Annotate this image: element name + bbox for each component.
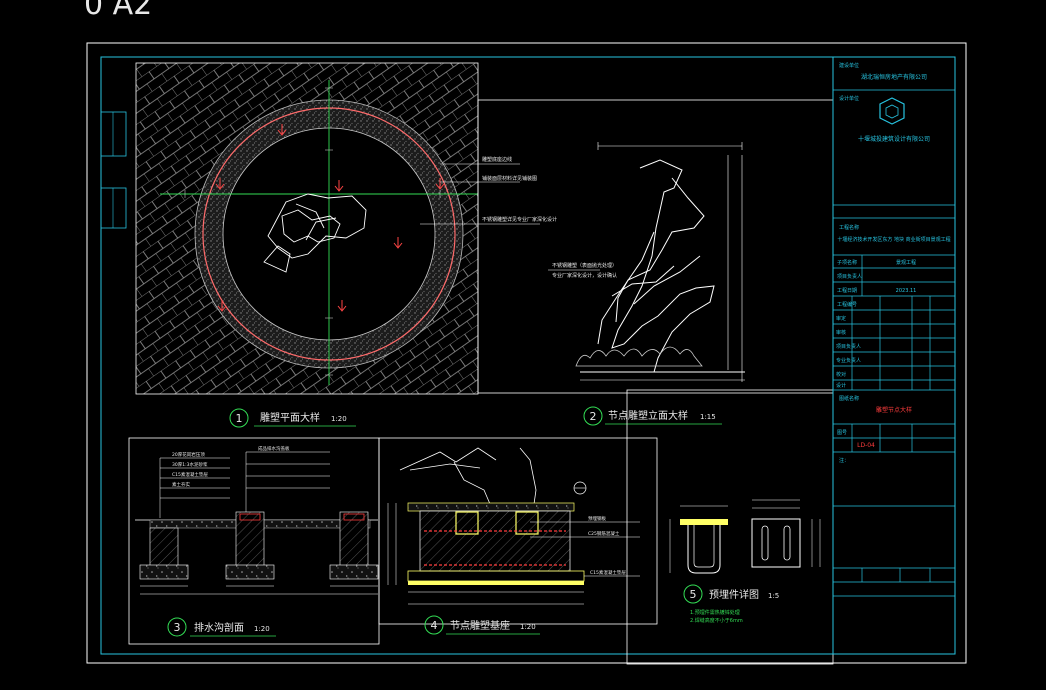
title-block bbox=[832, 56, 956, 655]
svg-text:素土夯实: 素土夯实 bbox=[172, 481, 190, 488]
tb-drawing-name: 图纸名称 雕塑节点大样 bbox=[839, 395, 912, 414]
drain-footing-mid bbox=[225, 511, 275, 580]
svg-text:30厚1:3水泥砂浆: 30厚1:3水泥砂浆 bbox=[172, 461, 208, 468]
tb-signatures: 审定 审核 项目负责人 专业负责人 校对 设计 bbox=[836, 315, 861, 389]
company-logo-icon bbox=[879, 97, 905, 125]
elevation-sculpture bbox=[597, 159, 715, 373]
plan-annotation-3: 不锈钢雕塑详见专业厂家深化设计 bbox=[482, 216, 557, 223]
svg-text:2023.11: 2023.11 bbox=[896, 288, 917, 294]
svg-text:3: 3 bbox=[174, 621, 181, 634]
svg-text:节点雕塑立面大样: 节点雕塑立面大样 bbox=[608, 409, 688, 422]
binding-strip bbox=[100, 111, 127, 229]
svg-text:1:20: 1:20 bbox=[331, 415, 347, 423]
svg-text:20厚花岗岩压顶: 20厚花岗岩压顶 bbox=[172, 451, 205, 458]
svg-text:2: 2 bbox=[590, 410, 597, 423]
tb-leader: 项目负责人 bbox=[837, 273, 862, 280]
svg-text:1:20: 1:20 bbox=[254, 625, 270, 633]
svg-text:建设单位: 建设单位 bbox=[839, 62, 859, 69]
svg-text:专业负责人: 专业负责人 bbox=[836, 357, 861, 364]
svg-text:十堰城投建筑设计有限公司: 十堰城投建筑设计有限公司 bbox=[858, 135, 930, 143]
view-title-1: 1 雕塑平面大样 1:20 bbox=[229, 408, 356, 428]
svg-text:成品排水沟盖板: 成品排水沟盖板 bbox=[258, 445, 290, 452]
svg-text:景观工程: 景观工程 bbox=[896, 259, 916, 266]
embed-notes: 1.预埋件需热镀锌处理 2.焊缝高度不小于6mm bbox=[690, 609, 743, 624]
svg-text:项目负责人: 项目负责人 bbox=[837, 273, 862, 280]
base-annotations: 预埋钢板 C25钢筋混凝土 C15素混凝土垫层 bbox=[588, 515, 626, 576]
svg-text:C25钢筋混凝土: C25钢筋混凝土 bbox=[588, 530, 620, 537]
elevation-view bbox=[477, 99, 834, 394]
tb-drawing-number: 图号 LD-04 bbox=[837, 430, 875, 449]
svg-text:工程日期: 工程日期 bbox=[837, 287, 857, 294]
tb-date: 工程日期 2023.11 bbox=[837, 287, 916, 294]
svg-text:审核: 审核 bbox=[836, 329, 846, 336]
view-title-2: 2 节点雕塑立面大样 1:15 bbox=[583, 406, 722, 426]
svg-text:雕塑节点大样: 雕塑节点大样 bbox=[876, 406, 912, 414]
view-title-4: 4 节点雕塑基座 1:20 bbox=[424, 615, 540, 635]
svg-text:雕塑平面大样: 雕塑平面大样 bbox=[260, 411, 320, 424]
svg-text:1:20: 1:20 bbox=[520, 623, 536, 631]
svg-text:LD-04: LD-04 bbox=[857, 442, 875, 449]
drain-footing-left bbox=[139, 527, 189, 580]
drain-footing-right bbox=[329, 511, 379, 580]
section-annotations: 20厚花岗岩压顶 30厚1:3水泥砂浆 C15素混凝土垫层 素土夯实 成品排水沟… bbox=[172, 445, 290, 488]
plan-view bbox=[135, 62, 540, 395]
svg-text:C15素混凝土垫层: C15素混凝土垫层 bbox=[590, 569, 626, 576]
svg-text:铺装面层材料详见铺装图: 铺装面层材料详见铺装图 bbox=[482, 175, 537, 182]
svg-text:子项名称: 子项名称 bbox=[837, 259, 857, 266]
elevation-annotation-1: 不锈钢雕塑（表面抛光处理） bbox=[552, 262, 617, 269]
svg-text:工程编号: 工程编号 bbox=[837, 301, 857, 308]
svg-text:审定: 审定 bbox=[836, 315, 846, 322]
svg-text:4: 4 bbox=[431, 619, 438, 632]
plan-annotation-2: 铺装面层材料详见铺装图 bbox=[482, 175, 537, 182]
svg-text:C15素混凝土垫层: C15素混凝土垫层 bbox=[172, 471, 208, 478]
tb-client: 建设单位 湖北瑞恒房地产有限公司 bbox=[839, 62, 927, 81]
svg-text:设计: 设计 bbox=[836, 382, 846, 389]
plan-drain-arrows bbox=[215, 124, 445, 312]
svg-text:项目负责人: 项目负责人 bbox=[836, 343, 861, 350]
svg-text:2.焊缝高度不小于6mm: 2.焊缝高度不小于6mm bbox=[690, 617, 743, 624]
drain-section-view bbox=[128, 437, 380, 645]
tb-number: 工程编号 bbox=[837, 301, 857, 308]
svg-text:预埋钢板: 预埋钢板 bbox=[588, 515, 606, 522]
plan-sculpture-outline bbox=[263, 193, 367, 273]
svg-text:图号: 图号 bbox=[837, 430, 847, 436]
svg-text:1:5: 1:5 bbox=[768, 592, 779, 600]
sheet-corner-label: 0 A2 bbox=[84, 0, 152, 22]
svg-text:专业厂家深化设计，设计确认: 专业厂家深化设计，设计确认 bbox=[552, 272, 617, 279]
sheet-outer-frame bbox=[86, 42, 967, 664]
svg-text:湖北瑞恒房地产有限公司: 湖北瑞恒房地产有限公司 bbox=[861, 73, 927, 81]
plan-annotation-1: 雕塑底座边线 bbox=[482, 156, 512, 163]
svg-text:雕塑底座边线: 雕塑底座边线 bbox=[482, 156, 512, 163]
elevation-annotation-2: 专业厂家深化设计，设计确认 bbox=[552, 272, 617, 279]
tb-project: 工程名称 十堰经济技术开发区东方 地块 商业街项目景观工程 bbox=[837, 224, 950, 243]
svg-text:校对: 校对 bbox=[836, 371, 846, 378]
svg-text:1.预埋件需热镀锌处理: 1.预埋件需热镀锌处理 bbox=[690, 609, 740, 616]
svg-text:十堰经济技术开发区东方 地块 商业街项目景观工程: 十堰经济技术开发区东方 地块 商业街项目景观工程 bbox=[837, 236, 950, 243]
svg-text:设计单位: 设计单位 bbox=[839, 95, 859, 102]
svg-text:预埋件详图: 预埋件详图 bbox=[709, 588, 759, 601]
svg-text:5: 5 bbox=[690, 588, 697, 601]
svg-text:1: 1 bbox=[236, 412, 243, 425]
tb-subproject: 子项名称 景观工程 bbox=[837, 259, 916, 266]
svg-text:工程名称: 工程名称 bbox=[839, 224, 859, 231]
tb-designer: 设计单位 十堰城投建筑设计有限公司 bbox=[839, 95, 930, 143]
svg-text:注：: 注： bbox=[839, 457, 849, 464]
view-title-3: 3 排水沟剖面 1:20 bbox=[167, 617, 276, 637]
elevation-shrubs bbox=[575, 346, 703, 367]
svg-text:排水沟剖面: 排水沟剖面 bbox=[194, 621, 244, 634]
svg-text:节点雕塑基座: 节点雕塑基座 bbox=[450, 619, 510, 632]
svg-text:图纸名称: 图纸名称 bbox=[839, 395, 859, 402]
view-title-5: 5 预埋件详图 1:5 bbox=[683, 584, 779, 604]
svg-text:1:15: 1:15 bbox=[700, 413, 716, 421]
embed-detail-view bbox=[626, 389, 834, 665]
svg-text:不锈钢雕塑详见专业厂家深化设计: 不锈钢雕塑详见专业厂家深化设计 bbox=[482, 216, 557, 223]
base-section-view bbox=[378, 437, 658, 625]
svg-text:不锈钢雕塑（表面抛光处理）: 不锈钢雕塑（表面抛光处理） bbox=[552, 262, 617, 269]
tb-notes: 注： bbox=[839, 457, 849, 464]
